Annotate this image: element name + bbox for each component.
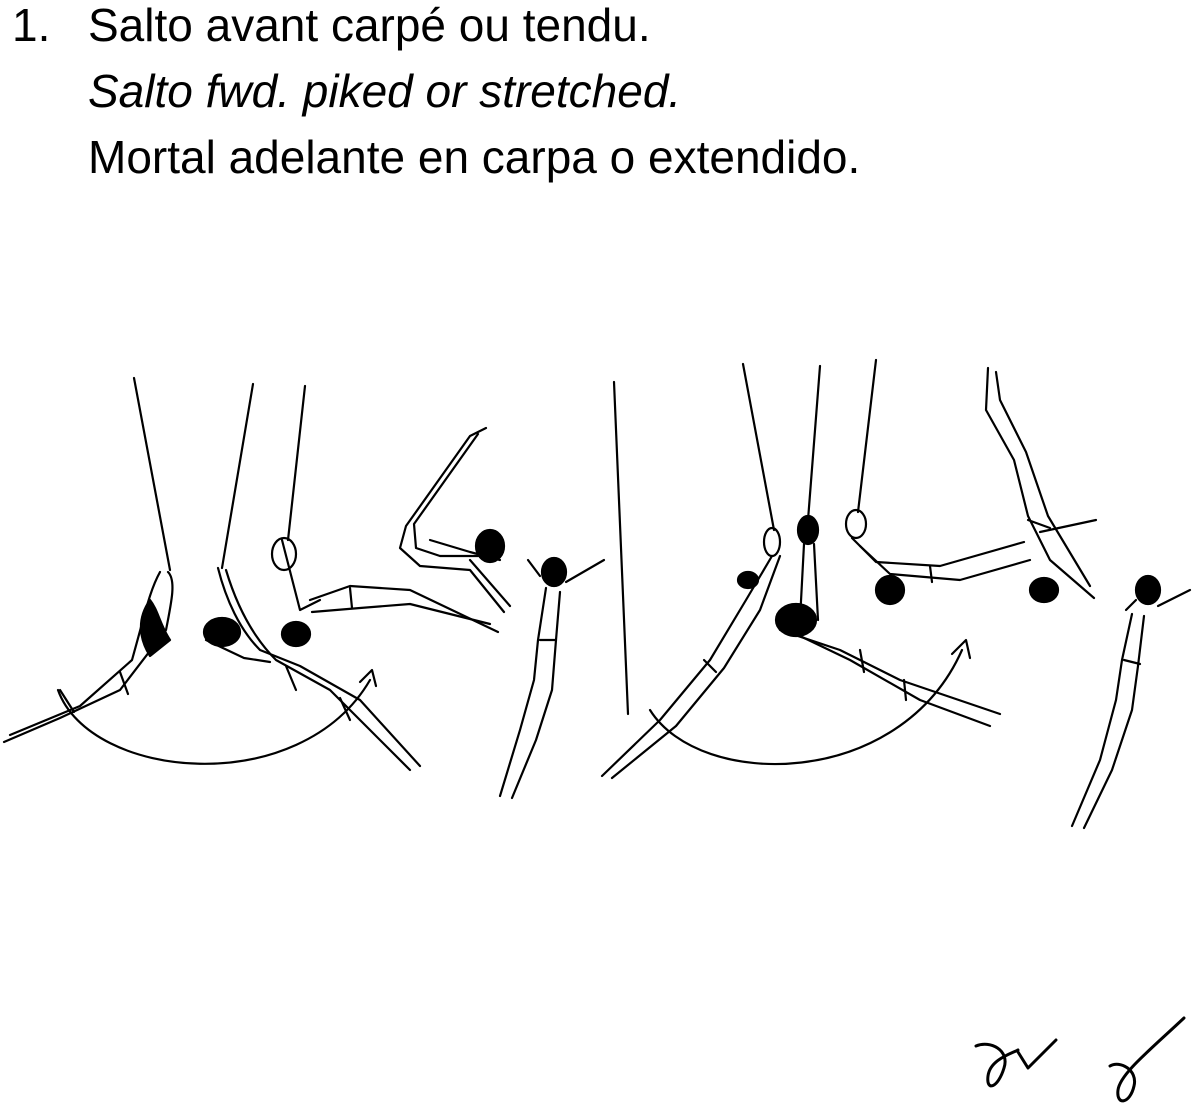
rings-salto-illustration [2, 358, 1192, 830]
piked-symbol [974, 1038, 1058, 1088]
stretched-salto-sequence [600, 358, 1192, 830]
piked-salto-sequence [2, 376, 606, 800]
element-name-french: Salto avant carpé ou tendu. [88, 0, 651, 51]
gymnast-figure [600, 526, 782, 780]
gymnast-figure [202, 566, 422, 772]
element-name-english: Salto fwd. piked or stretched. [88, 65, 682, 117]
element-name-spanish: Mortal adelante en carpa o extendido. [88, 131, 861, 183]
swing-arc-arrow [648, 638, 972, 766]
element-description: 1. Salto avant carpé ou tendu. Salto fwd… [0, 0, 1198, 200]
gymnast-figure [398, 426, 512, 614]
gymnast-figure [498, 556, 606, 800]
gymnast-figure [2, 570, 174, 744]
element-symbol-notation [974, 1016, 1186, 1103]
gymnast-figure [1070, 574, 1192, 830]
element-number: 1. [12, 0, 51, 51]
gymnast-figure [774, 514, 1002, 728]
ring-cables [132, 376, 307, 572]
ring-cables [612, 358, 878, 716]
stretched-symbol [1108, 1016, 1186, 1103]
gymnast-figure [844, 508, 1032, 606]
gymnast-figure [984, 366, 1098, 604]
swing-arc-arrow [56, 668, 378, 765]
gymnast-figure [270, 536, 500, 648]
